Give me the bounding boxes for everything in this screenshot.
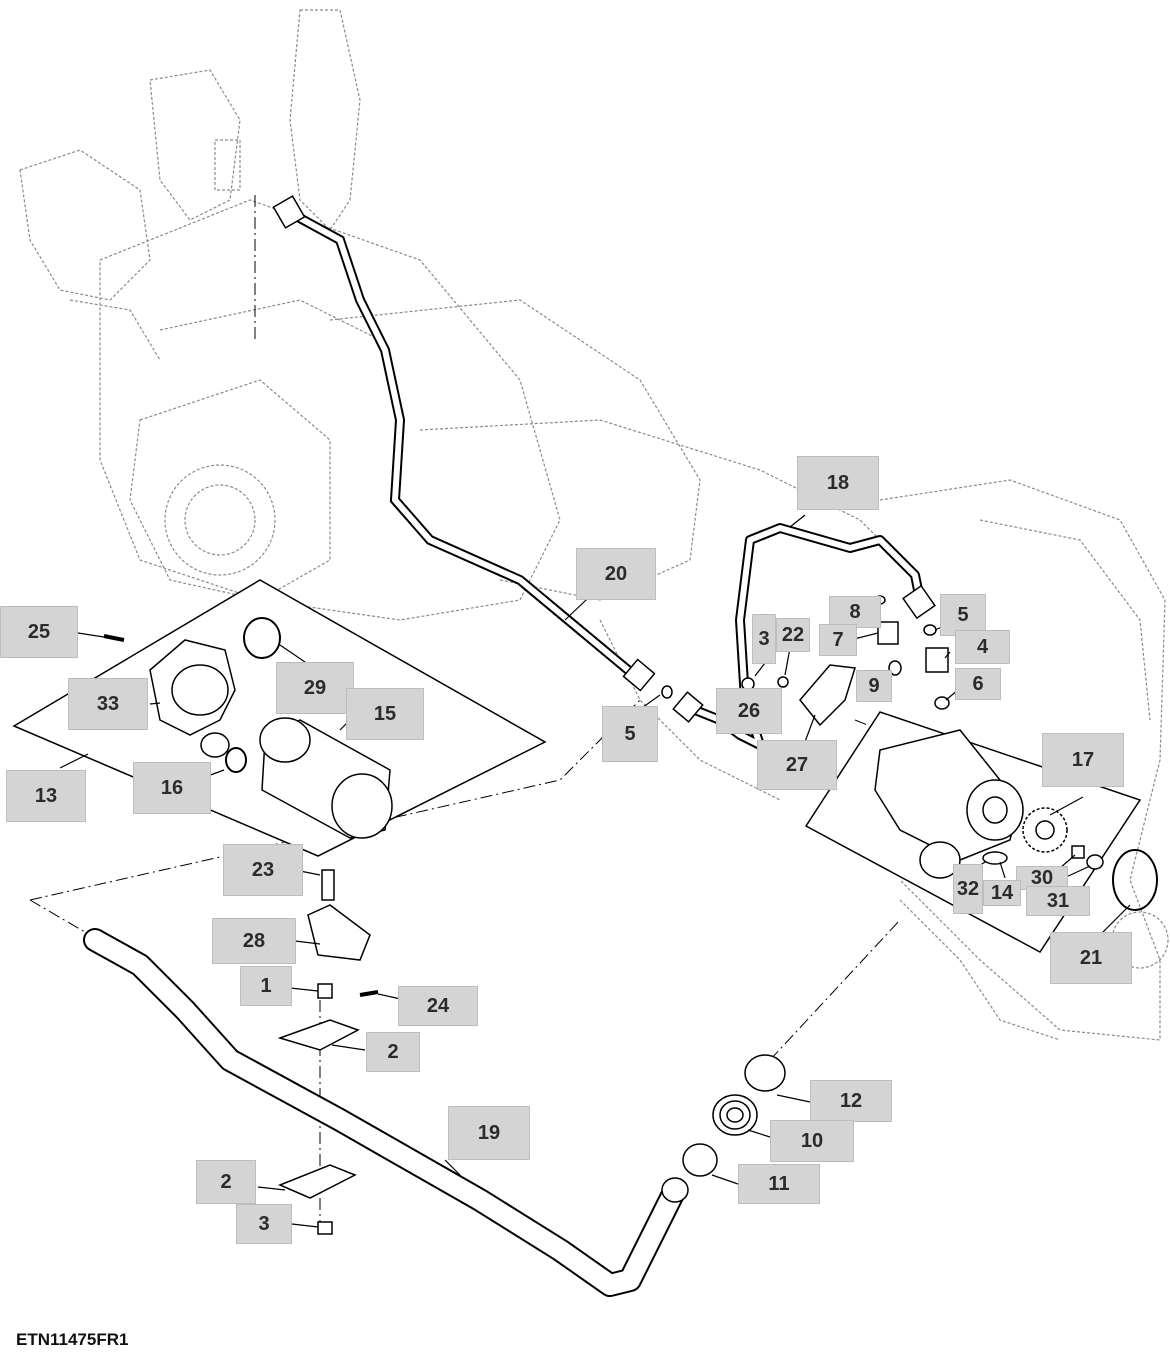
suction-tube-19 — [83, 928, 687, 1297]
callout-7[interactable]: 7 — [819, 624, 857, 656]
callout-5-lower[interactable]: 5 — [602, 706, 658, 762]
callout-10[interactable]: 10 — [770, 1120, 854, 1162]
callout-24[interactable]: 24 — [398, 986, 478, 1026]
callout-3-upper[interactable]: 3 — [752, 614, 776, 664]
figure-id: ETN11475FR1 — [16, 1330, 129, 1349]
callout-20[interactable]: 20 — [576, 548, 656, 600]
callout-2-lower[interactable]: 2 — [196, 1160, 256, 1204]
callout-2-upper[interactable]: 2 — [366, 1032, 420, 1072]
callout-13[interactable]: 13 — [6, 770, 86, 822]
hydraulic-pump-17 — [874, 729, 1068, 879]
callout-32[interactable]: 32 — [953, 864, 983, 914]
bolt-25 — [103, 634, 125, 642]
callout-16[interactable]: 16 — [133, 762, 211, 814]
mount-bracket-28 — [307, 869, 379, 999]
callout-21[interactable]: 21 — [1050, 932, 1132, 984]
callout-23[interactable]: 23 — [223, 844, 303, 896]
tractor-frame-ghost — [19, 9, 1169, 1041]
callout-11[interactable]: 11 — [738, 1164, 820, 1204]
callout-22[interactable]: 22 — [776, 618, 810, 652]
callout-26[interactable]: 26 — [716, 688, 782, 734]
clamp-2-upper — [277, 1019, 360, 1051]
callout-3-lower[interactable]: 3 — [236, 1204, 292, 1244]
callout-25[interactable]: 25 — [0, 606, 78, 658]
fitting-18-start — [672, 691, 704, 723]
nut-3-lower — [317, 1221, 333, 1235]
key-32 — [982, 851, 1008, 865]
o-ring-16 — [225, 747, 247, 773]
callout-33[interactable]: 33 — [68, 678, 148, 730]
oil-filter-canister — [259, 717, 393, 839]
clamp-2-lower — [278, 1164, 357, 1199]
callout-4[interactable]: 4 — [955, 630, 1010, 664]
callout-31[interactable]: 31 — [1026, 886, 1090, 916]
callout-19[interactable]: 19 — [448, 1106, 530, 1160]
callout-5-upper[interactable]: 5 — [940, 594, 986, 636]
filter-head — [149, 639, 236, 758]
o-ring-21 — [1112, 849, 1158, 911]
fitting-20-end — [622, 658, 656, 692]
callout-1[interactable]: 1 — [240, 966, 292, 1006]
callout-28[interactable]: 28 — [212, 918, 296, 964]
fitting-18-end — [902, 584, 936, 620]
fitting-top — [272, 195, 306, 229]
callout-6[interactable]: 6 — [955, 668, 1001, 700]
bracket-27 — [799, 664, 856, 727]
callout-8[interactable]: 8 — [829, 596, 881, 628]
callout-18[interactable]: 18 — [797, 456, 879, 510]
hose-clamps — [661, 1054, 786, 1203]
callout-27[interactable]: 27 — [757, 740, 837, 790]
callout-17[interactable]: 17 — [1042, 733, 1124, 787]
callout-15[interactable]: 15 — [346, 688, 424, 740]
callout-9[interactable]: 9 — [856, 670, 892, 702]
seals-and-fittings — [661, 595, 950, 710]
callout-12[interactable]: 12 — [810, 1080, 892, 1122]
callout-29[interactable]: 29 — [276, 662, 354, 714]
callout-14[interactable]: 14 — [983, 880, 1021, 906]
o-ring-29 — [243, 617, 281, 659]
